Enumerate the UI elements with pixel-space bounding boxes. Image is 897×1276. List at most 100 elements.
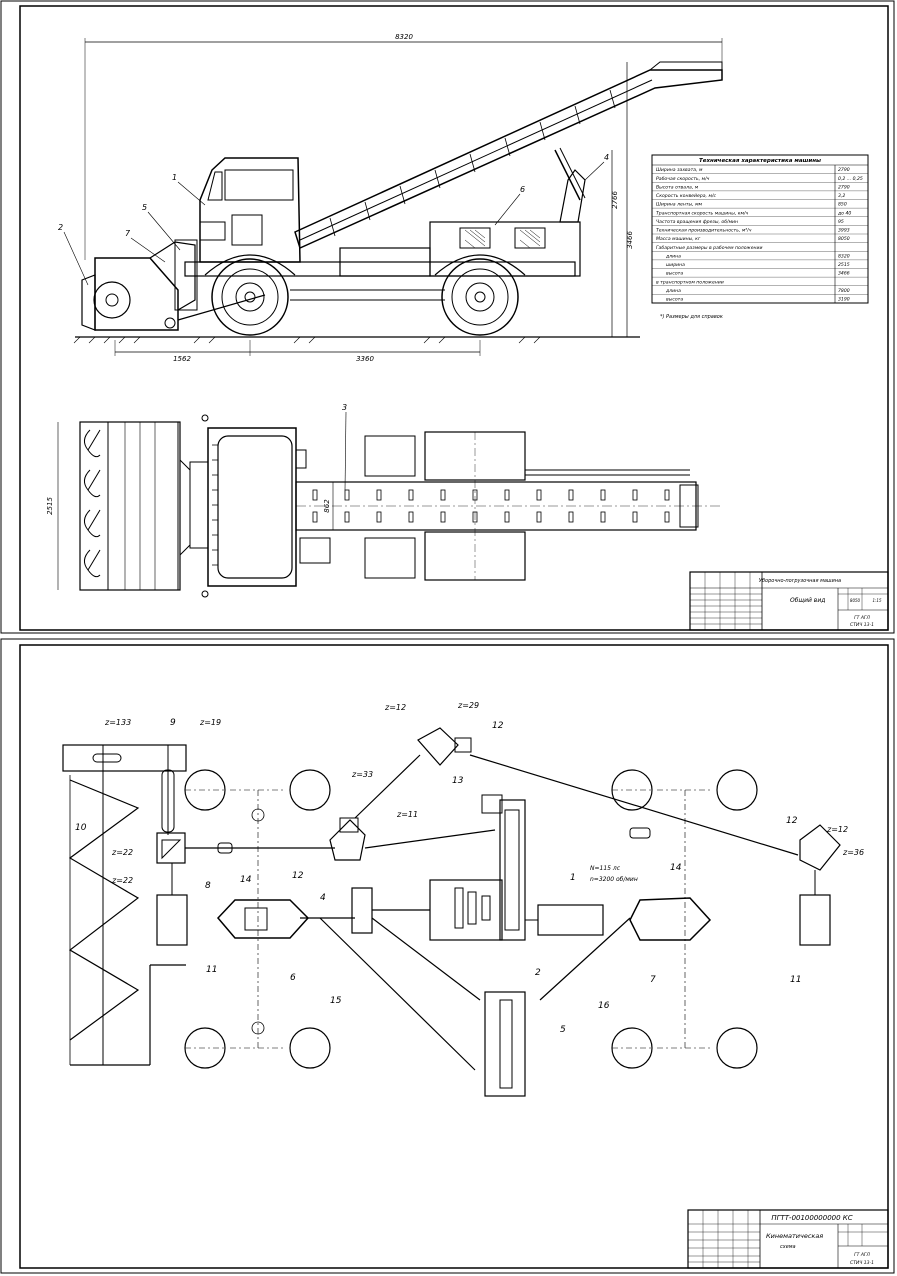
- spec-row-value: 850: [838, 202, 847, 208]
- top-view-machine: 2515 862: [46, 414, 720, 598]
- spec-row-value: 7800: [838, 288, 850, 294]
- sheet2-frame: [0, 638, 895, 1274]
- label-z22b: z=22: [111, 876, 133, 885]
- callout-2: 2: [58, 223, 63, 232]
- k-callout-14b: 14: [670, 863, 682, 873]
- k-callout-1: 1: [570, 873, 576, 883]
- spec-row-label: Рабочая скорость, м/ч: [656, 176, 710, 182]
- conveyor-slot: [664, 489, 670, 501]
- label-z33: z=33: [351, 770, 373, 779]
- label-z12b: z=12: [826, 825, 848, 834]
- spec-row-label: в транспортном положении: [656, 280, 724, 285]
- side-view-dimensions: 8320 1562 3360 3466 2766: [84, 33, 723, 363]
- spec-row-label: Высота отвала, м: [656, 184, 699, 190]
- spec-row-value: 3993: [838, 228, 850, 234]
- title1-scale: 1:15: [873, 598, 882, 603]
- title2-doc-code: ПГТТ-00100000000 КС: [771, 1214, 852, 1222]
- dim-width: 2515: [46, 497, 54, 515]
- spec-row-value: 2790: [838, 167, 850, 173]
- title2-group: ГТ АГЛ: [854, 1252, 870, 1258]
- k-callout-11a: 11: [206, 965, 217, 975]
- conveyor-slot: [536, 511, 542, 523]
- sheet1-title-block: Уборочно-погрузочная машина Общий вид 80…: [689, 571, 889, 631]
- spec-row-label: Ширина ленты, мм: [656, 202, 703, 208]
- k-callout-5: 5: [560, 1025, 566, 1035]
- spec-row-label: высота: [666, 272, 683, 277]
- dim-total-height: 3466: [626, 231, 634, 249]
- conveyor-slot: [312, 489, 318, 501]
- label-z22a: z=22: [111, 848, 133, 857]
- spec-row-label: Масса машины, кг: [656, 236, 701, 242]
- k-callout-12b: 12: [492, 721, 504, 731]
- spec-row-label: Ширина захвата, м: [656, 167, 703, 173]
- spec-row-value: 3,2: [838, 193, 845, 199]
- kinematic-scheme: [62, 727, 841, 1097]
- title1-sheet-name: Общий вид: [790, 597, 825, 604]
- k-callout-14a: 14: [240, 875, 252, 885]
- k-callout-8: 8: [205, 881, 211, 891]
- dim-wheelbase: 3360: [356, 355, 374, 363]
- side-view-machine: [73, 61, 723, 344]
- conveyor-slot: [600, 489, 606, 501]
- title1-group: ГТ АГЛ: [854, 615, 870, 621]
- dim-overall-length: 8320: [395, 33, 413, 41]
- conveyor-slot: [376, 511, 382, 523]
- title1-machine: Уборочно-погрузочная машина: [759, 578, 841, 584]
- conveyor-slot: [568, 511, 574, 523]
- k-callout-7: 7: [650, 975, 656, 985]
- spec-row-value: до 40: [837, 210, 851, 216]
- sheet1-callouts: 1 2 3 4 5 6 7: [58, 153, 609, 491]
- k-callout-6: 6: [290, 973, 296, 983]
- kinematic-callouts: 1 2 4 5 6 7 8 9 10 11 11 12 12 12 13 14 …: [75, 718, 801, 1035]
- dim-belt-width: 862: [323, 499, 331, 513]
- spec-row-label: Частота вращения фрезы, об/мин: [656, 219, 738, 225]
- spec-row-value: 3466: [838, 271, 850, 277]
- label-z133: z=133: [104, 718, 131, 727]
- conveyor-slot: [312, 511, 318, 523]
- conveyor-slot: [344, 511, 350, 523]
- conveyor-slot: [344, 489, 350, 501]
- k-callout-12a: 12: [292, 871, 304, 881]
- sheet1-frame: [0, 0, 895, 634]
- sheet2-title-block: ПГТТ-00100000000 КС Кинематическая схема…: [687, 1209, 889, 1269]
- label-z11: z=11: [396, 810, 418, 819]
- label-motor-speed: n=3200 об/мин: [590, 876, 638, 883]
- label-z19: z=19: [199, 718, 221, 727]
- conveyor-slot: [504, 489, 510, 501]
- callout-1: 1: [172, 173, 177, 182]
- conveyor-slot: [568, 489, 574, 501]
- conveyor-slot: [600, 511, 606, 523]
- conveyor-slot: [536, 489, 542, 501]
- spec-row-label: высота: [666, 298, 683, 303]
- spec-row-label: длина: [665, 289, 681, 294]
- conveyor-slot: [376, 489, 382, 501]
- k-callout-10: 10: [75, 823, 87, 833]
- spec-row-label: Транспортная скорость машины, км/ч: [656, 210, 749, 216]
- conveyor-slot: [440, 489, 446, 501]
- k-callout-15: 15: [330, 996, 342, 1006]
- callout-4: 4: [604, 153, 609, 162]
- spec-row-value: 95: [838, 219, 844, 225]
- k-callout-13: 13: [452, 776, 464, 786]
- title1-code: СТИЧ 13-1: [850, 622, 874, 628]
- callout-3: 3: [342, 403, 347, 412]
- k-callout-9: 9: [170, 718, 176, 728]
- spec-row-label: ширина: [666, 263, 685, 268]
- spec-row-label: Скорость конвейера, м/с: [656, 193, 716, 199]
- spec-row-value: 8050: [838, 236, 850, 242]
- spec-row-value: 2515: [838, 262, 850, 268]
- label-z12a: z=12: [384, 703, 406, 712]
- dim-frame-height: 2766: [611, 191, 619, 209]
- title1-mass: 8050: [850, 598, 861, 603]
- k-callout-11b: 11: [790, 975, 801, 985]
- dim-front-overhang: 1562: [173, 355, 191, 363]
- label-z29: z=29: [457, 701, 479, 710]
- conveyor-slot: [664, 511, 670, 523]
- k-callout-4: 4: [320, 893, 326, 903]
- title2-sheet-sub: схема: [780, 1244, 796, 1250]
- spec-table: Техническая характеристика машины Ширина…: [651, 154, 869, 320]
- callout-5: 5: [142, 203, 147, 212]
- spec-note: *) Размеры для справок: [660, 314, 723, 320]
- k-callout-2: 2: [535, 968, 541, 978]
